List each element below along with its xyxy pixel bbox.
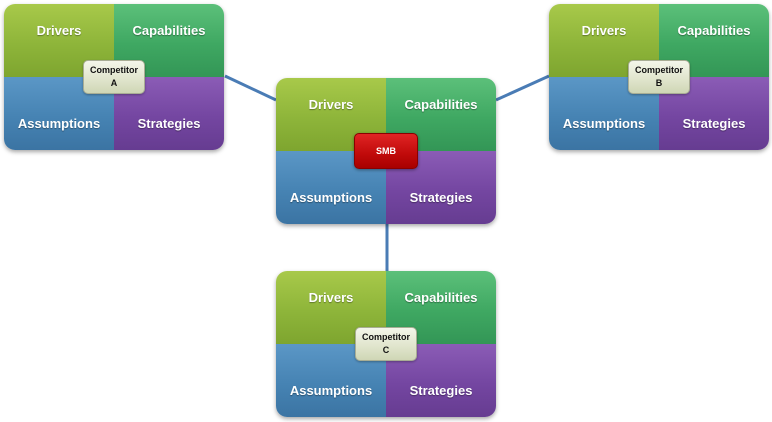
- strategies-label: Strategies: [137, 116, 201, 131]
- capabilities-label: Capabilities: [404, 97, 478, 112]
- badge-line-2: A: [110, 78, 118, 88]
- assumptions-label: Assumptions: [562, 116, 646, 131]
- competitor-a-badge: Competitor A: [83, 60, 145, 94]
- smb-badge: SMB: [354, 133, 418, 169]
- assumptions-label: Assumptions: [289, 383, 373, 398]
- competitor-b-block: Drivers Capabilities Assumptions Strateg…: [549, 4, 769, 150]
- drivers-label: Drivers: [36, 23, 82, 38]
- drivers-label: Drivers: [308, 97, 354, 112]
- badge-line-1: Competitor: [635, 65, 683, 75]
- badge-line-1: Competitor: [362, 332, 410, 342]
- connector-b-to-smb: [495, 74, 550, 102]
- badge-line-1: Competitor: [90, 65, 138, 75]
- drivers-label: Drivers: [581, 23, 627, 38]
- competitor-b-badge: Competitor B: [628, 60, 690, 94]
- capabilities-label: Capabilities: [132, 23, 206, 38]
- badge-line-2: C: [382, 345, 390, 355]
- capabilities-label: Capabilities: [677, 23, 751, 38]
- smb-block: Drivers Capabilities Assumptions Strateg…: [276, 78, 496, 224]
- strategies-quadrant: Strategies: [659, 77, 769, 150]
- competitor-c-block: Drivers Capabilities Assumptions Strateg…: [276, 271, 496, 417]
- smb-badge-label: SMB: [376, 145, 396, 156]
- strategies-label: Strategies: [409, 383, 473, 398]
- assumptions-quadrant: Assumptions: [276, 344, 386, 417]
- assumptions-label: Assumptions: [289, 190, 373, 205]
- drivers-label: Drivers: [308, 290, 354, 305]
- badge-line-2: B: [655, 78, 663, 88]
- capabilities-label: Capabilities: [404, 290, 478, 305]
- strategies-label: Strategies: [409, 190, 473, 205]
- connector-a-to-smb: [224, 74, 277, 102]
- strategies-label: Strategies: [682, 116, 746, 131]
- competitor-a-block: Drivers Capabilities Assumptions Strateg…: [4, 4, 224, 150]
- strategies-quadrant: Strategies: [114, 77, 224, 150]
- assumptions-label: Assumptions: [17, 116, 101, 131]
- competitor-c-badge: Competitor C: [355, 327, 417, 361]
